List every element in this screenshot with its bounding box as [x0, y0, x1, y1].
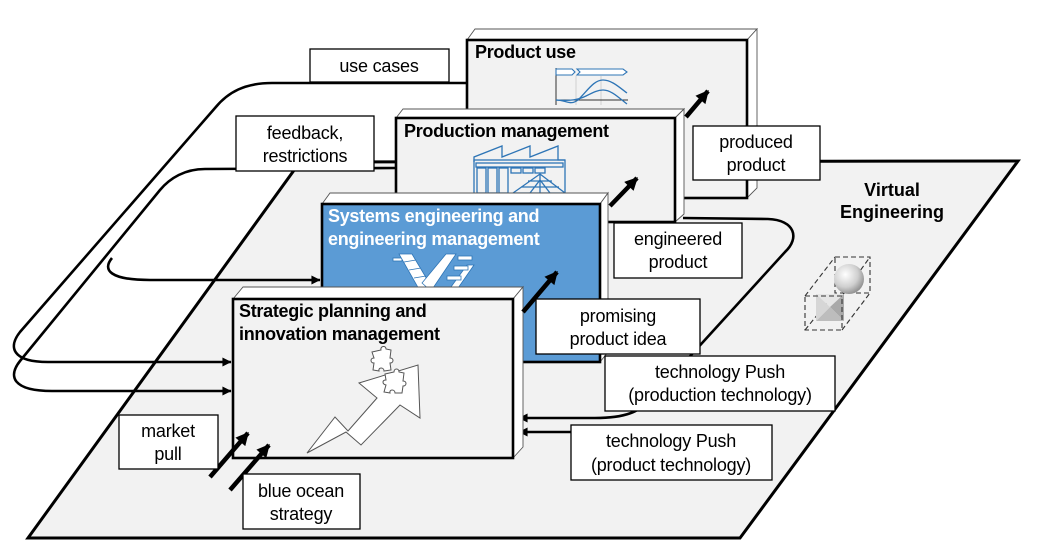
tech-push-production-text-line2: (production technology)	[628, 385, 812, 405]
market-pull-text-line1: market	[141, 421, 195, 441]
systems-engineering-title-line2: engineering management	[328, 229, 540, 249]
growth-arrow-puzzle-icon	[306, 346, 421, 454]
market-pull-text-line2: pull	[154, 444, 181, 464]
engineered-product-label: engineered product	[613, 222, 743, 279]
feedback-restrictions-label: feedback, restrictions	[235, 115, 375, 172]
tech-push-production-text-line1: technology Push	[655, 362, 785, 382]
sphere-shape	[834, 264, 864, 294]
use-cases-label: use cases	[309, 48, 450, 83]
use-cases-text: use cases	[339, 56, 418, 76]
use-cases-flow-line	[12, 81, 467, 367]
strategic-box-side-face	[512, 285, 524, 460]
virtual-engineering-title-line1: Virtual	[864, 180, 920, 200]
blue-ocean-arrow	[228, 443, 271, 492]
promising-idea-arrow	[521, 270, 559, 314]
blue-ocean-strategy-label: blue ocean strategy	[242, 473, 361, 530]
produced-product-text-line1: produced	[719, 132, 792, 152]
feedback-branch-line	[106, 257, 321, 285]
strategic-box-top-face	[232, 286, 524, 300]
engineered-product-text-line2: product	[649, 252, 708, 272]
produced-product-text-line2: product	[727, 155, 786, 175]
feedback-flow-line	[12, 166, 397, 396]
product-use-box-top-face	[466, 28, 759, 41]
technology-push-production-label: technology Push (production technology)	[604, 355, 836, 412]
promising-product-idea-label: promising product idea	[535, 298, 701, 355]
strategic-planning-box: Strategic planning and innovation manage…	[231, 285, 524, 460]
blue-ocean-text-line2: strategy	[270, 504, 333, 524]
strategic-planning-title-line1: Strategic planning and	[239, 301, 426, 321]
line-chart-icon	[555, 68, 628, 105]
production-management-title: Production management	[404, 121, 609, 141]
engineered-product-text-line1: engineered	[634, 229, 722, 249]
virtual-engineering-title-line2: Engineering	[840, 202, 944, 222]
produced-product-label: produced product	[692, 125, 821, 181]
engineered-product-arrow	[608, 176, 639, 208]
strategic-planning-title-line2: innovation management	[239, 324, 440, 344]
systems-engineering-title-line1: Systems engineering and	[328, 206, 539, 226]
promising-idea-text-line1: promising	[580, 306, 656, 326]
tech-push-product-text-line1: technology Push	[606, 431, 736, 451]
product-use-title: Product use	[475, 42, 576, 62]
market-pull-arrow	[208, 431, 250, 479]
promising-idea-text-line2: product idea	[570, 329, 668, 349]
technology-push-product-label: technology Push (product technology)	[570, 424, 773, 481]
feedback-text-line2: restrictions	[263, 146, 348, 166]
pyramid-shape	[816, 294, 844, 321]
blue-ocean-text-line1: blue ocean	[258, 481, 344, 501]
production-technology-push-line	[518, 216, 795, 423]
factory-icon	[473, 145, 567, 195]
systems-box-top-face	[321, 192, 609, 205]
feedback-text-line1: feedback,	[267, 123, 343, 143]
tech-push-product-text-line2: (product technology)	[591, 455, 751, 475]
production-box-top-face	[395, 108, 686, 119]
production-box-side-face	[674, 107, 685, 224]
systems-engineering-icon	[392, 253, 475, 292]
market-pull-label: market pull	[118, 414, 219, 470]
cube-sphere-pyramid-icon	[804, 256, 871, 331]
produced-product-arrow	[684, 89, 710, 119]
